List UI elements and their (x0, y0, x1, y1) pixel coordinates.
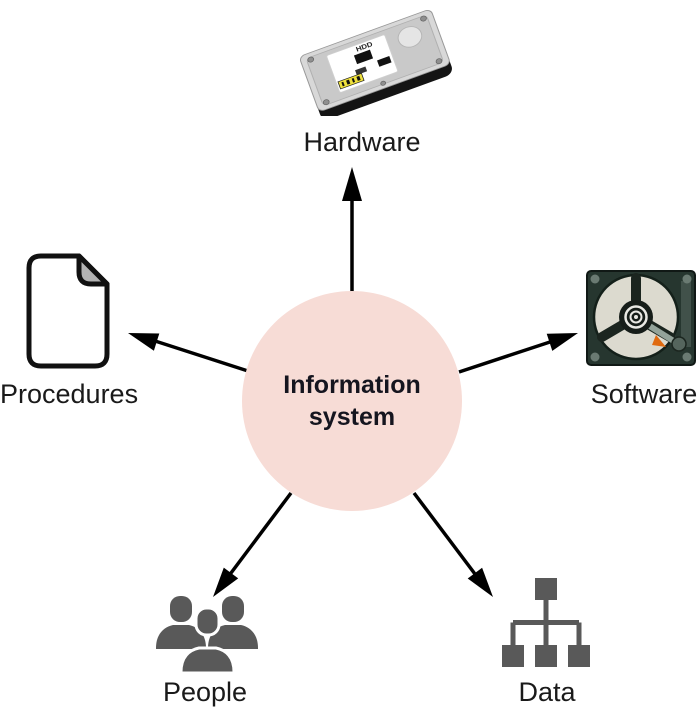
center-label: Information system (283, 371, 421, 431)
procedures-label: Procedures (0, 379, 139, 409)
person-center (179, 606, 236, 674)
software-label: Software (590, 379, 698, 409)
hdd-top-icon: HDD (300, 9, 452, 116)
data-label: Data (518, 677, 576, 707)
arrow-to-people (213, 491, 293, 597)
arrow-to-procedures (128, 333, 249, 373)
hdd-open-icon (586, 270, 696, 366)
arrow-to-data (412, 491, 493, 597)
information-system-node: Information system (242, 291, 462, 511)
document-icon (26, 253, 110, 369)
person-left (156, 596, 206, 649)
hardware-label: Hardware (303, 127, 421, 157)
people-group-icon (156, 596, 258, 674)
arrow-to-software (458, 333, 578, 374)
hierarchy-icon (502, 578, 590, 667)
people-label: People (162, 677, 248, 707)
arrow-to-hardware (342, 167, 362, 293)
person-right (208, 596, 258, 649)
